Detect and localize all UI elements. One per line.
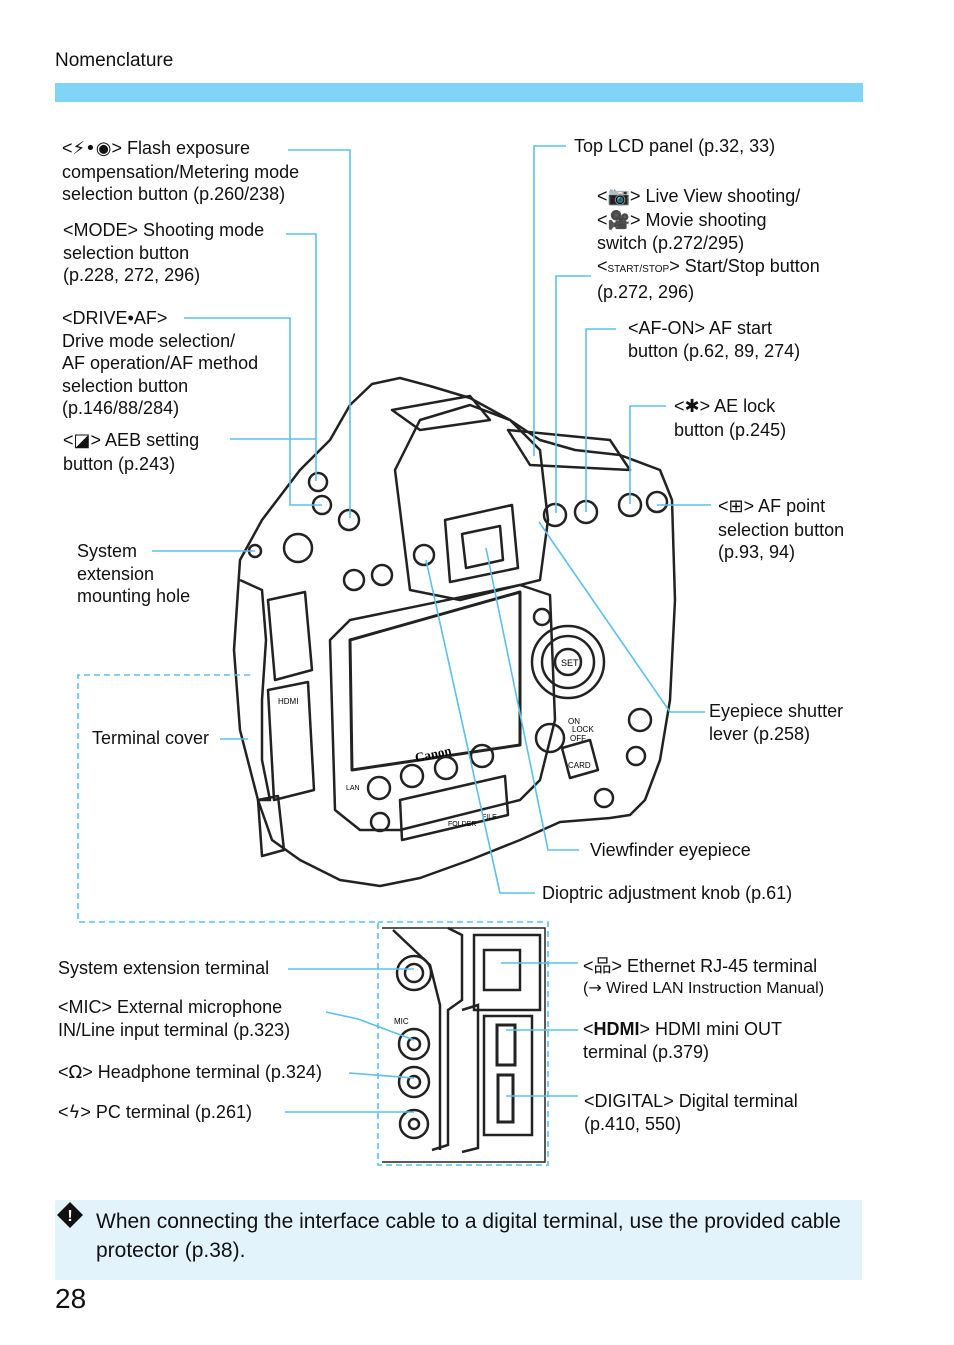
- mic-label: <MIC> External microphone IN/Line input …: [58, 997, 291, 1040]
- digital-icon: DIGITAL: [594, 1091, 664, 1111]
- ae-lock-icon: ✱: [684, 396, 700, 417]
- off-text: OFF: [570, 734, 586, 743]
- lock-text: LOCK: [572, 725, 594, 734]
- ae-lock-label: <✱> AE lock button (p.245): [674, 396, 787, 440]
- system-extension-terminal-label: System extension terminal: [58, 958, 270, 978]
- camera-brand-text: Canon: [414, 743, 454, 765]
- headphone-label: <Ω> Headphone terminal (p.324): [58, 1062, 322, 1083]
- set-text: SET: [561, 658, 579, 668]
- flash-metering-icon: ⚡•◉: [72, 138, 112, 159]
- ethernet-icon: 品: [593, 956, 612, 977]
- caution-icon: !: [57, 1202, 83, 1228]
- live-view-label: <📷> Live View shooting/ <🎥> Movie shooti…: [597, 186, 820, 302]
- arrow-icon: →: [588, 978, 602, 997]
- flash-metering-label: <⚡•◉> Flash exposure compensation/Meteri…: [62, 138, 300, 204]
- camera-icon: 📷: [607, 186, 630, 207]
- top-lcd-label: Top LCD panel (p.32, 33): [574, 136, 776, 156]
- pc-icon: ϟ: [68, 1102, 81, 1123]
- af-on-label: <AF-ON> AF start button (p.62, 89, 274): [628, 318, 801, 361]
- hdmi-label: <HDMI> HDMI mini OUT terminal (p.379): [583, 1019, 783, 1062]
- viewfinder-label: Viewfinder eyepiece: [590, 840, 751, 860]
- section-title: Nomenclature: [55, 50, 174, 71]
- af-point-icon: ⊞: [728, 496, 744, 517]
- digital-label: <DIGITAL> Digital terminal (p.410, 550): [584, 1091, 798, 1134]
- lan-text: LAN: [346, 785, 360, 792]
- hdmi-cover-text: HDMI: [278, 697, 298, 706]
- pc-terminal-label: <ϟ> PC terminal (p.261): [58, 1102, 252, 1123]
- mode-icon: MODE: [73, 220, 128, 240]
- on-text: ON: [568, 717, 580, 726]
- aeb-icon: ◪: [73, 430, 91, 451]
- drive-af-label: <DRIVE•AF> Drive mode selection/ AF oper…: [62, 308, 259, 418]
- svg-text:!: !: [67, 1208, 72, 1225]
- af-point-label: <⊞> AF point selection button (p.93, 94): [718, 496, 845, 562]
- caution-text: When connecting the interface cable to a…: [96, 1210, 841, 1262]
- file-text: FILE: [482, 814, 497, 821]
- system-extension-hole-label: System extension mounting hole: [77, 541, 191, 606]
- start-stop-icon: START/STOP: [607, 263, 670, 275]
- movie-icon: 🎥: [607, 209, 630, 231]
- mic-closeup-text: MIC: [394, 1017, 409, 1026]
- aeb-label: <◪> AEB setting button (p.243): [63, 430, 200, 474]
- terminal-cover-label: Terminal cover: [92, 728, 210, 748]
- folder-text: FOLDER: [448, 821, 476, 828]
- title-bar: [55, 83, 863, 102]
- ethernet-ref-label: (→ Wired LAN Instruction Manual): [583, 978, 825, 997]
- hdmi-icon: HDMI: [593, 1019, 640, 1039]
- caution-note: [55, 1200, 862, 1280]
- headphone-icon: Ω: [68, 1062, 83, 1083]
- drive-af-icon: DRIVE•AF: [72, 308, 157, 328]
- dioptric-label: Dioptric adjustment knob (p.61): [542, 883, 793, 903]
- mic-icon: MIC: [68, 997, 102, 1017]
- card-text: CARD: [568, 761, 591, 770]
- ethernet-label: <品> Ethernet RJ-45 terminal: [583, 956, 818, 977]
- af-on-icon: AF-ON: [638, 318, 695, 338]
- page-number: 28: [55, 1283, 87, 1314]
- eyepiece-shutter-label: Eyepiece shutter lever (p.258): [709, 701, 844, 744]
- mode-label: <MODE> Shooting mode selection button (p…: [63, 220, 265, 285]
